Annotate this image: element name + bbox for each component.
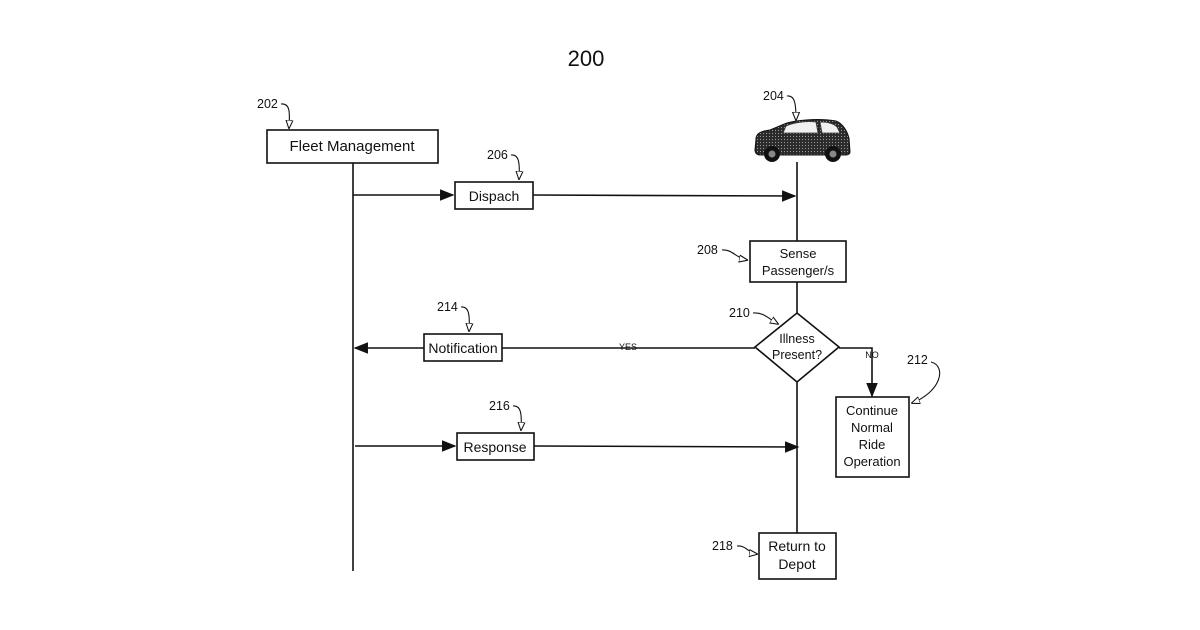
response-to-vehicle-arrow: [534, 446, 798, 447]
notification-label: Notification: [428, 340, 497, 356]
continue-operation-line3: Ride: [859, 437, 886, 452]
ref-214-leader: [461, 307, 469, 331]
ref-206-leader: [511, 155, 519, 179]
ref-208: 208: [697, 243, 718, 257]
fleet-management-label: Fleet Management: [289, 138, 415, 155]
car-icon: [755, 120, 850, 162]
sense-passengers-line1: Sense: [780, 246, 817, 261]
response-label: Response: [463, 439, 526, 455]
ref-204: 204: [763, 89, 784, 103]
figure-number: 200: [568, 46, 605, 71]
ref-218: 218: [712, 539, 733, 553]
ref-218-leader: [737, 546, 757, 554]
return-depot-line2: Depot: [778, 556, 815, 572]
yes-branch-label: YES: [619, 342, 637, 352]
ref-208-leader: [722, 250, 747, 260]
continue-operation-line1: Continue: [846, 403, 898, 418]
illness-decision-line1: Illness: [779, 332, 814, 346]
ref-202-leader: [281, 104, 289, 128]
return-depot-line1: Return to: [768, 538, 826, 554]
continue-operation-line2: Normal: [851, 420, 893, 435]
dispatch-label: Dispach: [469, 188, 520, 204]
no-branch-label: NO: [865, 350, 879, 360]
ref-210-leader: [753, 313, 778, 324]
sense-passengers-line2: Passenger/s: [762, 263, 835, 278]
dispatch-to-vehicle-arrow: [533, 195, 795, 196]
ref-216: 216: [489, 399, 510, 413]
ref-216-leader: [513, 406, 521, 430]
ref-212: 212: [907, 353, 928, 367]
ref-212-leader: [912, 362, 940, 403]
ref-202: 202: [257, 97, 278, 111]
illness-decision-line2: Present?: [772, 348, 822, 362]
ref-214: 214: [437, 300, 458, 314]
continue-operation-line4: Operation: [843, 454, 900, 469]
ref-204-leader: [787, 96, 796, 120]
ref-210: 210: [729, 306, 750, 320]
ref-206: 206: [487, 148, 508, 162]
